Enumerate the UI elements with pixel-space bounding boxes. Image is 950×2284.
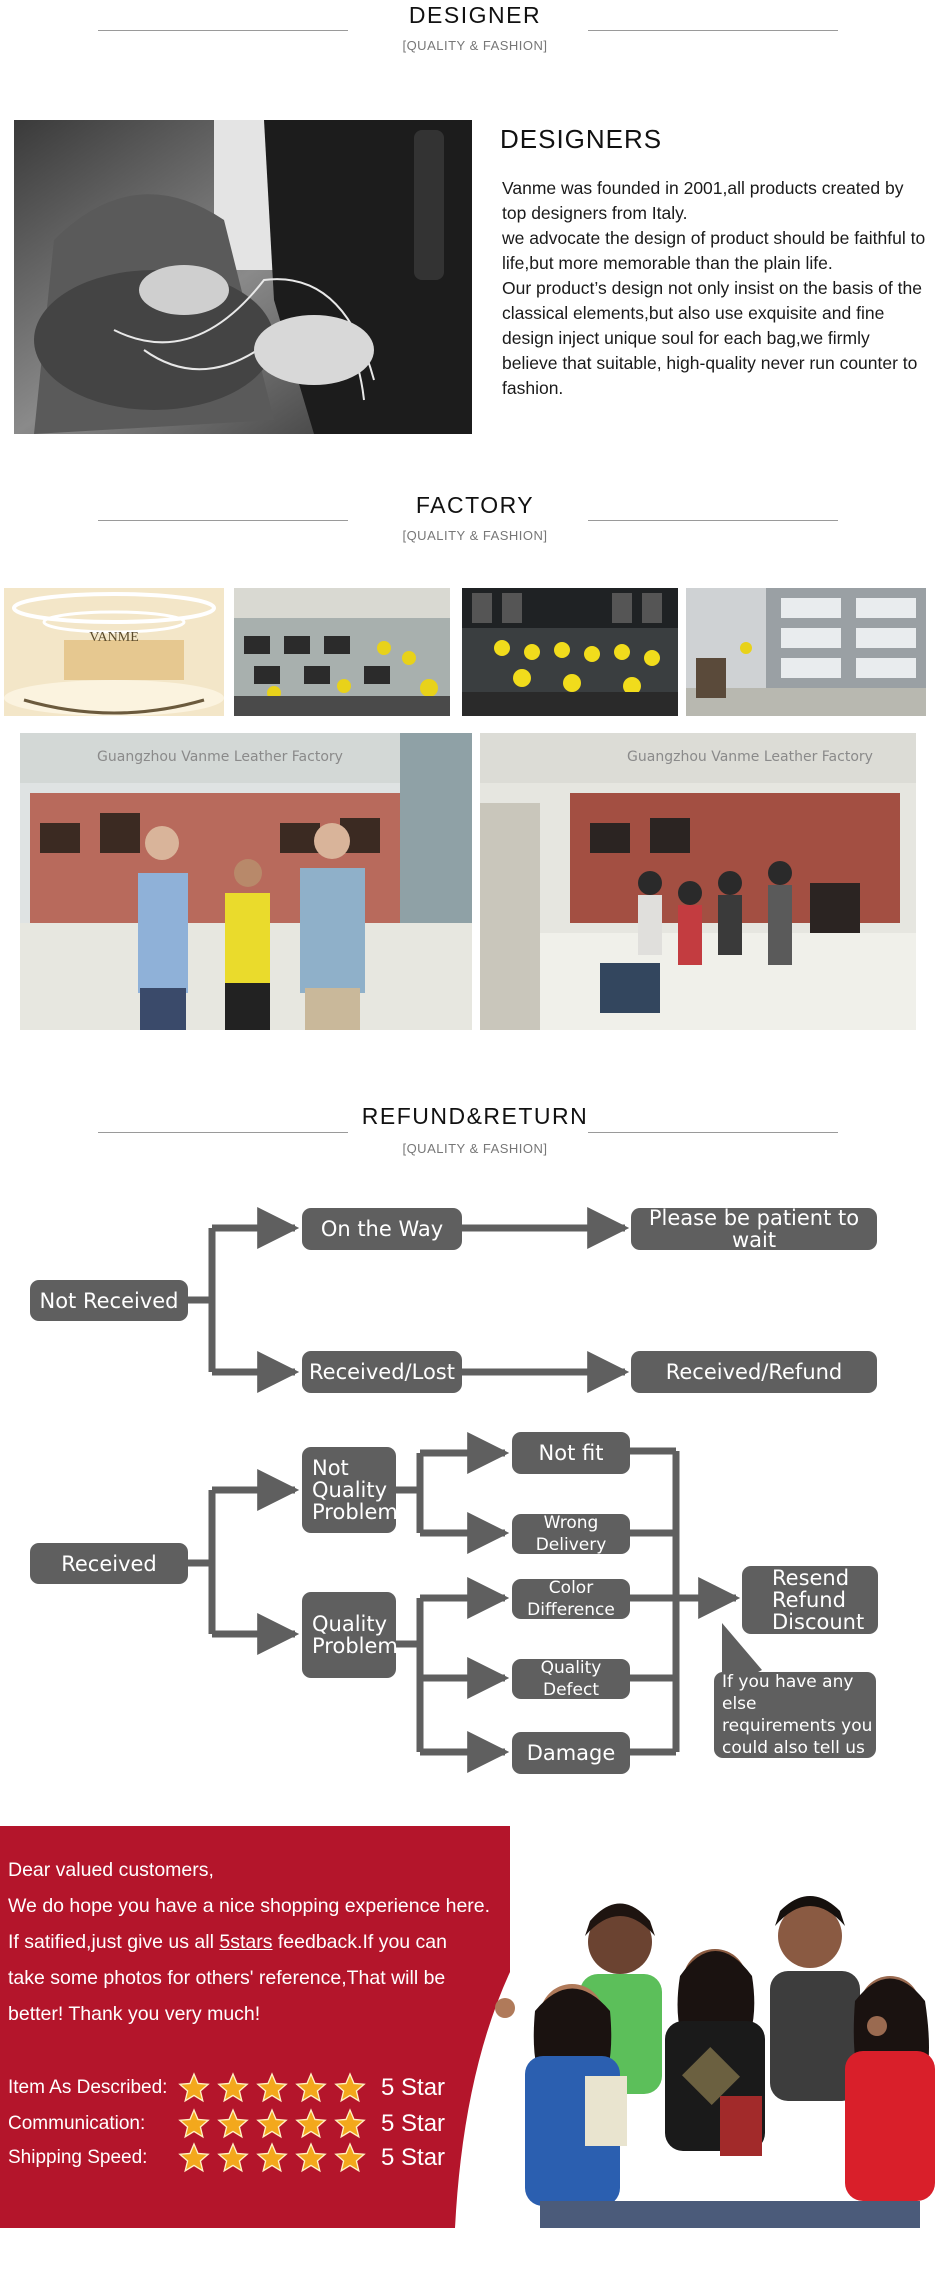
rating-label: Communication: <box>8 2113 146 2134</box>
factory-photo-warehouse <box>686 588 926 716</box>
designers-paragraph: Vanme was founded in 2001,all products c… <box>502 178 904 223</box>
rating-stars <box>178 2072 373 2104</box>
feedback-line: We do hope you have a nice shopping expe… <box>8 1895 491 1917</box>
rating-row-communication: Communication: 5 Star <box>8 2108 445 2140</box>
feedback-line-text: If satified,just give us all <box>8 1931 220 1953</box>
star-icon <box>178 2072 210 2103</box>
flow-resend-line: Discount <box>772 1610 865 1634</box>
factory-photo-workshop <box>462 588 678 716</box>
rating-value: 5 Star <box>381 2144 446 2171</box>
feedback-banner <box>0 1826 940 2228</box>
section-divider-right <box>588 1132 838 1133</box>
flow-not-quality-line: Quality <box>312 1478 388 1502</box>
star-icon <box>295 2072 327 2103</box>
feedback-line-text: feedback.If you can <box>272 1931 447 1953</box>
reception-sign: VANME <box>89 630 139 645</box>
flow-note-line: If you have any else <box>722 1672 854 1714</box>
flow-on-the-way: On the Way <box>302 1208 462 1250</box>
flow-patient-wait: Please be patient to wait <box>631 1207 877 1251</box>
flow-note-line: requirements you <box>722 1716 873 1736</box>
star-icon <box>217 2072 249 2103</box>
feedback-line: take some photos for others' reference,T… <box>8 1967 446 1989</box>
star-icon <box>256 2142 288 2173</box>
flow-not-fit: Not fit <box>512 1432 630 1474</box>
flow-received: Received <box>30 1543 188 1584</box>
factory-photo-office <box>234 588 450 716</box>
flow-damage: Damage <box>512 1732 630 1774</box>
rating-label: Item As Described: <box>8 2077 168 2098</box>
flow-color-difference: Color Difference <box>512 1578 630 1620</box>
section-divider-right <box>588 520 838 521</box>
refund-section-title: REFUND&RETURN <box>361 1103 589 1129</box>
flow-not-received: Not Received <box>30 1280 188 1321</box>
flow-resend-line: Resend <box>772 1566 850 1590</box>
designer-section-title: DESIGNER <box>408 2 542 28</box>
refund-section-subtitle: [QUALITY & FASHION] <box>402 1141 548 1156</box>
section-divider-left <box>98 30 348 31</box>
feedback-greeting: Dear valued customers, <box>8 1859 214 1881</box>
factory-section-title: FACTORY <box>415 492 535 518</box>
feedback-line: better! Thank you very much! <box>8 2003 261 2025</box>
star-icon <box>178 2108 210 2139</box>
designers-paragraph: Our product’s design not only insist on … <box>502 278 922 398</box>
factory-section-subtitle: [QUALITY & FASHION] <box>402 528 548 543</box>
rating-value: 5 Star <box>381 2110 446 2137</box>
booth-sign-1: Guangzhou Vanme Leather Factory <box>97 749 343 765</box>
rating-row-item-described: Item As Described: 5 Star <box>8 2072 445 2104</box>
flow-wrong-delivery: Wrong Delivery <box>512 1513 630 1555</box>
factory-photo-booth-1: Guangzhou Vanme Leather Factory <box>20 733 472 1030</box>
star-icon <box>334 2108 366 2139</box>
section-divider-right <box>588 30 838 31</box>
star-icon <box>295 2142 327 2173</box>
designer-photo <box>14 120 472 434</box>
section-divider-left <box>98 1132 348 1133</box>
customers-photo <box>495 1826 940 2228</box>
flow-quality-defect: Quality Defect <box>512 1658 630 1700</box>
designers-heading: DESIGNERS <box>500 124 663 154</box>
star-icon <box>334 2072 366 2103</box>
rating-stars <box>178 2142 373 2174</box>
designer-section-subtitle: [QUALITY & FASHION] <box>402 38 548 53</box>
star-icon <box>217 2108 249 2139</box>
star-icon <box>217 2142 249 2173</box>
rating-row-shipping-speed: Shipping Speed: 5 Star <box>8 2142 445 2174</box>
rating-stars <box>178 2108 373 2140</box>
rating-label: Shipping Speed: <box>8 2147 148 2168</box>
designers-paragraph: we advocate the design of product should… <box>502 228 926 273</box>
flow-received-refund: Received/Refund <box>631 1351 877 1393</box>
factory-photo-booth-2: Guangzhou Vanme Leather Factory <box>480 733 916 1030</box>
flow-received-lost: Received/Lost <box>302 1351 462 1393</box>
factory-photo-reception: VANME <box>4 588 224 716</box>
star-icon <box>256 2108 288 2139</box>
star-icon <box>334 2142 366 2173</box>
feedback-line: If satified,just give us all 5stars feed… <box>8 1924 528 1960</box>
flowchart-connectors <box>188 1207 762 1773</box>
star-icon <box>256 2072 288 2103</box>
section-divider-left <box>98 520 348 521</box>
flow-note-line: could also tell us <box>722 1738 865 1758</box>
feedback-message: Dear valued customers, We do hope you ha… <box>8 1852 528 2032</box>
star-icon <box>295 2108 327 2139</box>
five-stars-link[interactable]: 5stars <box>219 1931 273 1953</box>
designers-description: Vanme was founded in 2001,all products c… <box>502 176 927 401</box>
booth-sign-2: Guangzhou Vanme Leather Factory <box>627 749 873 765</box>
flow-quality-line: Quality <box>312 1612 388 1636</box>
flow-not-quality-line: Not <box>312 1456 349 1480</box>
flow-not-quality-line: Problem <box>312 1500 398 1524</box>
star-icon <box>178 2142 210 2173</box>
rating-value: 5 Star <box>381 2074 446 2101</box>
flow-quality-line: Problem <box>312 1634 398 1658</box>
flow-resend-line: Refund <box>772 1588 846 1612</box>
